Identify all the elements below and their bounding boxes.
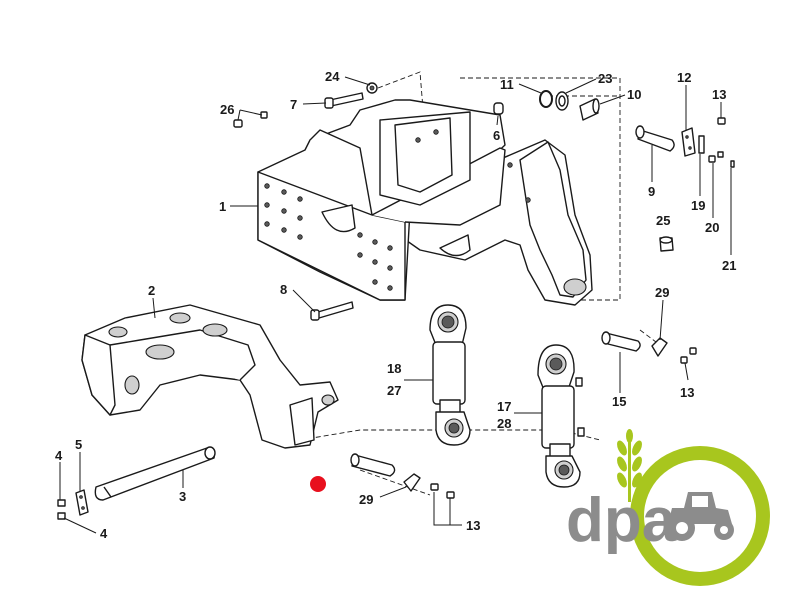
callout-9: 9 — [648, 184, 655, 199]
callout-6: 6 — [493, 128, 500, 143]
front-support-frame — [257, 99, 593, 306]
callout-15: 15 — [612, 394, 626, 409]
callout-2: 2 — [148, 283, 155, 298]
dpa-logo: dpa — [566, 429, 770, 586]
callout-8: 8 — [280, 282, 287, 297]
callout-21: 21 — [722, 258, 736, 273]
callout-29-upper: 29 — [655, 285, 669, 300]
callout-13-lower: 13 — [466, 518, 480, 533]
callout-18: 18 — [387, 361, 401, 376]
long-pin — [94, 446, 216, 501]
upper-hardware — [698, 117, 735, 168]
lower-pin-group — [350, 453, 455, 499]
logo-tractor-icon — [668, 492, 734, 541]
callout-7: 7 — [290, 97, 297, 112]
callout-13-upper: 13 — [712, 87, 726, 102]
pin-15-group — [601, 331, 697, 364]
bushing-6 — [493, 102, 504, 115]
logo-wheat-icon — [617, 429, 642, 502]
callout-19: 19 — [691, 198, 705, 213]
callout-25: 25 — [656, 213, 670, 228]
callout-5: 5 — [75, 437, 82, 452]
logo-wordmark: dpa — [566, 486, 677, 555]
callout-3: 3 — [179, 489, 186, 504]
callout-1: 1 — [219, 199, 226, 214]
callout-labels: 24 7 26 11 23 10 12 13 6 1 9 19 20 25 21… — [55, 69, 736, 541]
callout-28: 28 — [497, 416, 511, 431]
hydraulic-cylinder-right — [537, 344, 585, 488]
hydraulic-cylinder-left — [429, 304, 471, 446]
callout-12: 12 — [677, 70, 691, 85]
callout-20: 20 — [705, 220, 719, 235]
callout-17: 17 — [497, 399, 511, 414]
frame-bolt-holes — [264, 129, 531, 291]
callout-27: 27 — [387, 383, 401, 398]
callout-24: 24 — [325, 69, 340, 84]
bolt-8 — [310, 301, 354, 321]
plug-25 — [659, 236, 674, 252]
upper-bolt-group — [233, 82, 378, 128]
retaining-plate-assembly — [57, 489, 89, 520]
callout-4-lower: 4 — [100, 526, 108, 541]
callout-29-lower: 29 — [359, 492, 373, 507]
callout-26: 26 — [220, 102, 234, 117]
callout-10: 10 — [627, 87, 641, 102]
callout-4-upper: 4 — [55, 448, 63, 463]
callout-13-middle: 13 — [680, 385, 694, 400]
callout-23: 23 — [598, 71, 612, 86]
seal-ring-bushing-group — [539, 90, 600, 121]
red-marker-dot — [310, 476, 326, 492]
pivot-pin-9 — [635, 125, 696, 157]
axle-bracket — [81, 304, 339, 449]
leader-lines — [59, 76, 732, 534]
callout-11: 11 — [500, 77, 514, 92]
